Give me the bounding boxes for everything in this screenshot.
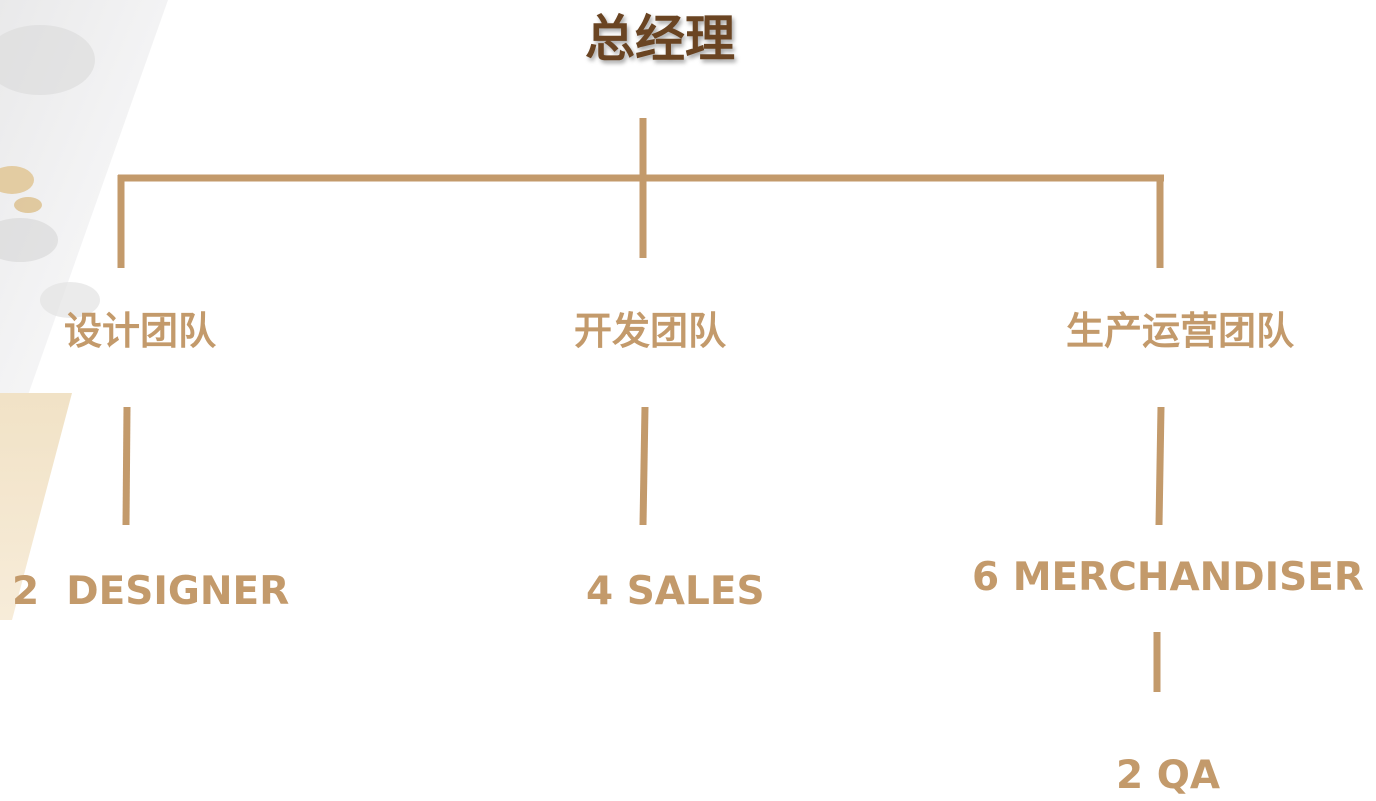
team-prod-stem-line [1155, 406, 1165, 526]
staff-node-merchandiser: 6 MERCHANDISER [972, 555, 1364, 600]
team-node-development: 开发团队 [573, 309, 726, 353]
staff-node-designer: 2 DESIGNER [12, 569, 290, 614]
team-design-stem-line [122, 406, 131, 526]
staff-node-sales: 4 SALES [586, 569, 765, 614]
beige-wash-wedge [0, 393, 72, 620]
team-node-production-ops: 生产运营团队 [1065, 309, 1294, 353]
team-dev-stem-line [639, 406, 649, 526]
staff-node-qa: 2 QA [1116, 753, 1221, 798]
team-node-design: 设计团队 [63, 309, 216, 353]
root-node-general-manager: 总经理 [585, 10, 735, 68]
grey-wash-wedge [0, 0, 168, 395]
